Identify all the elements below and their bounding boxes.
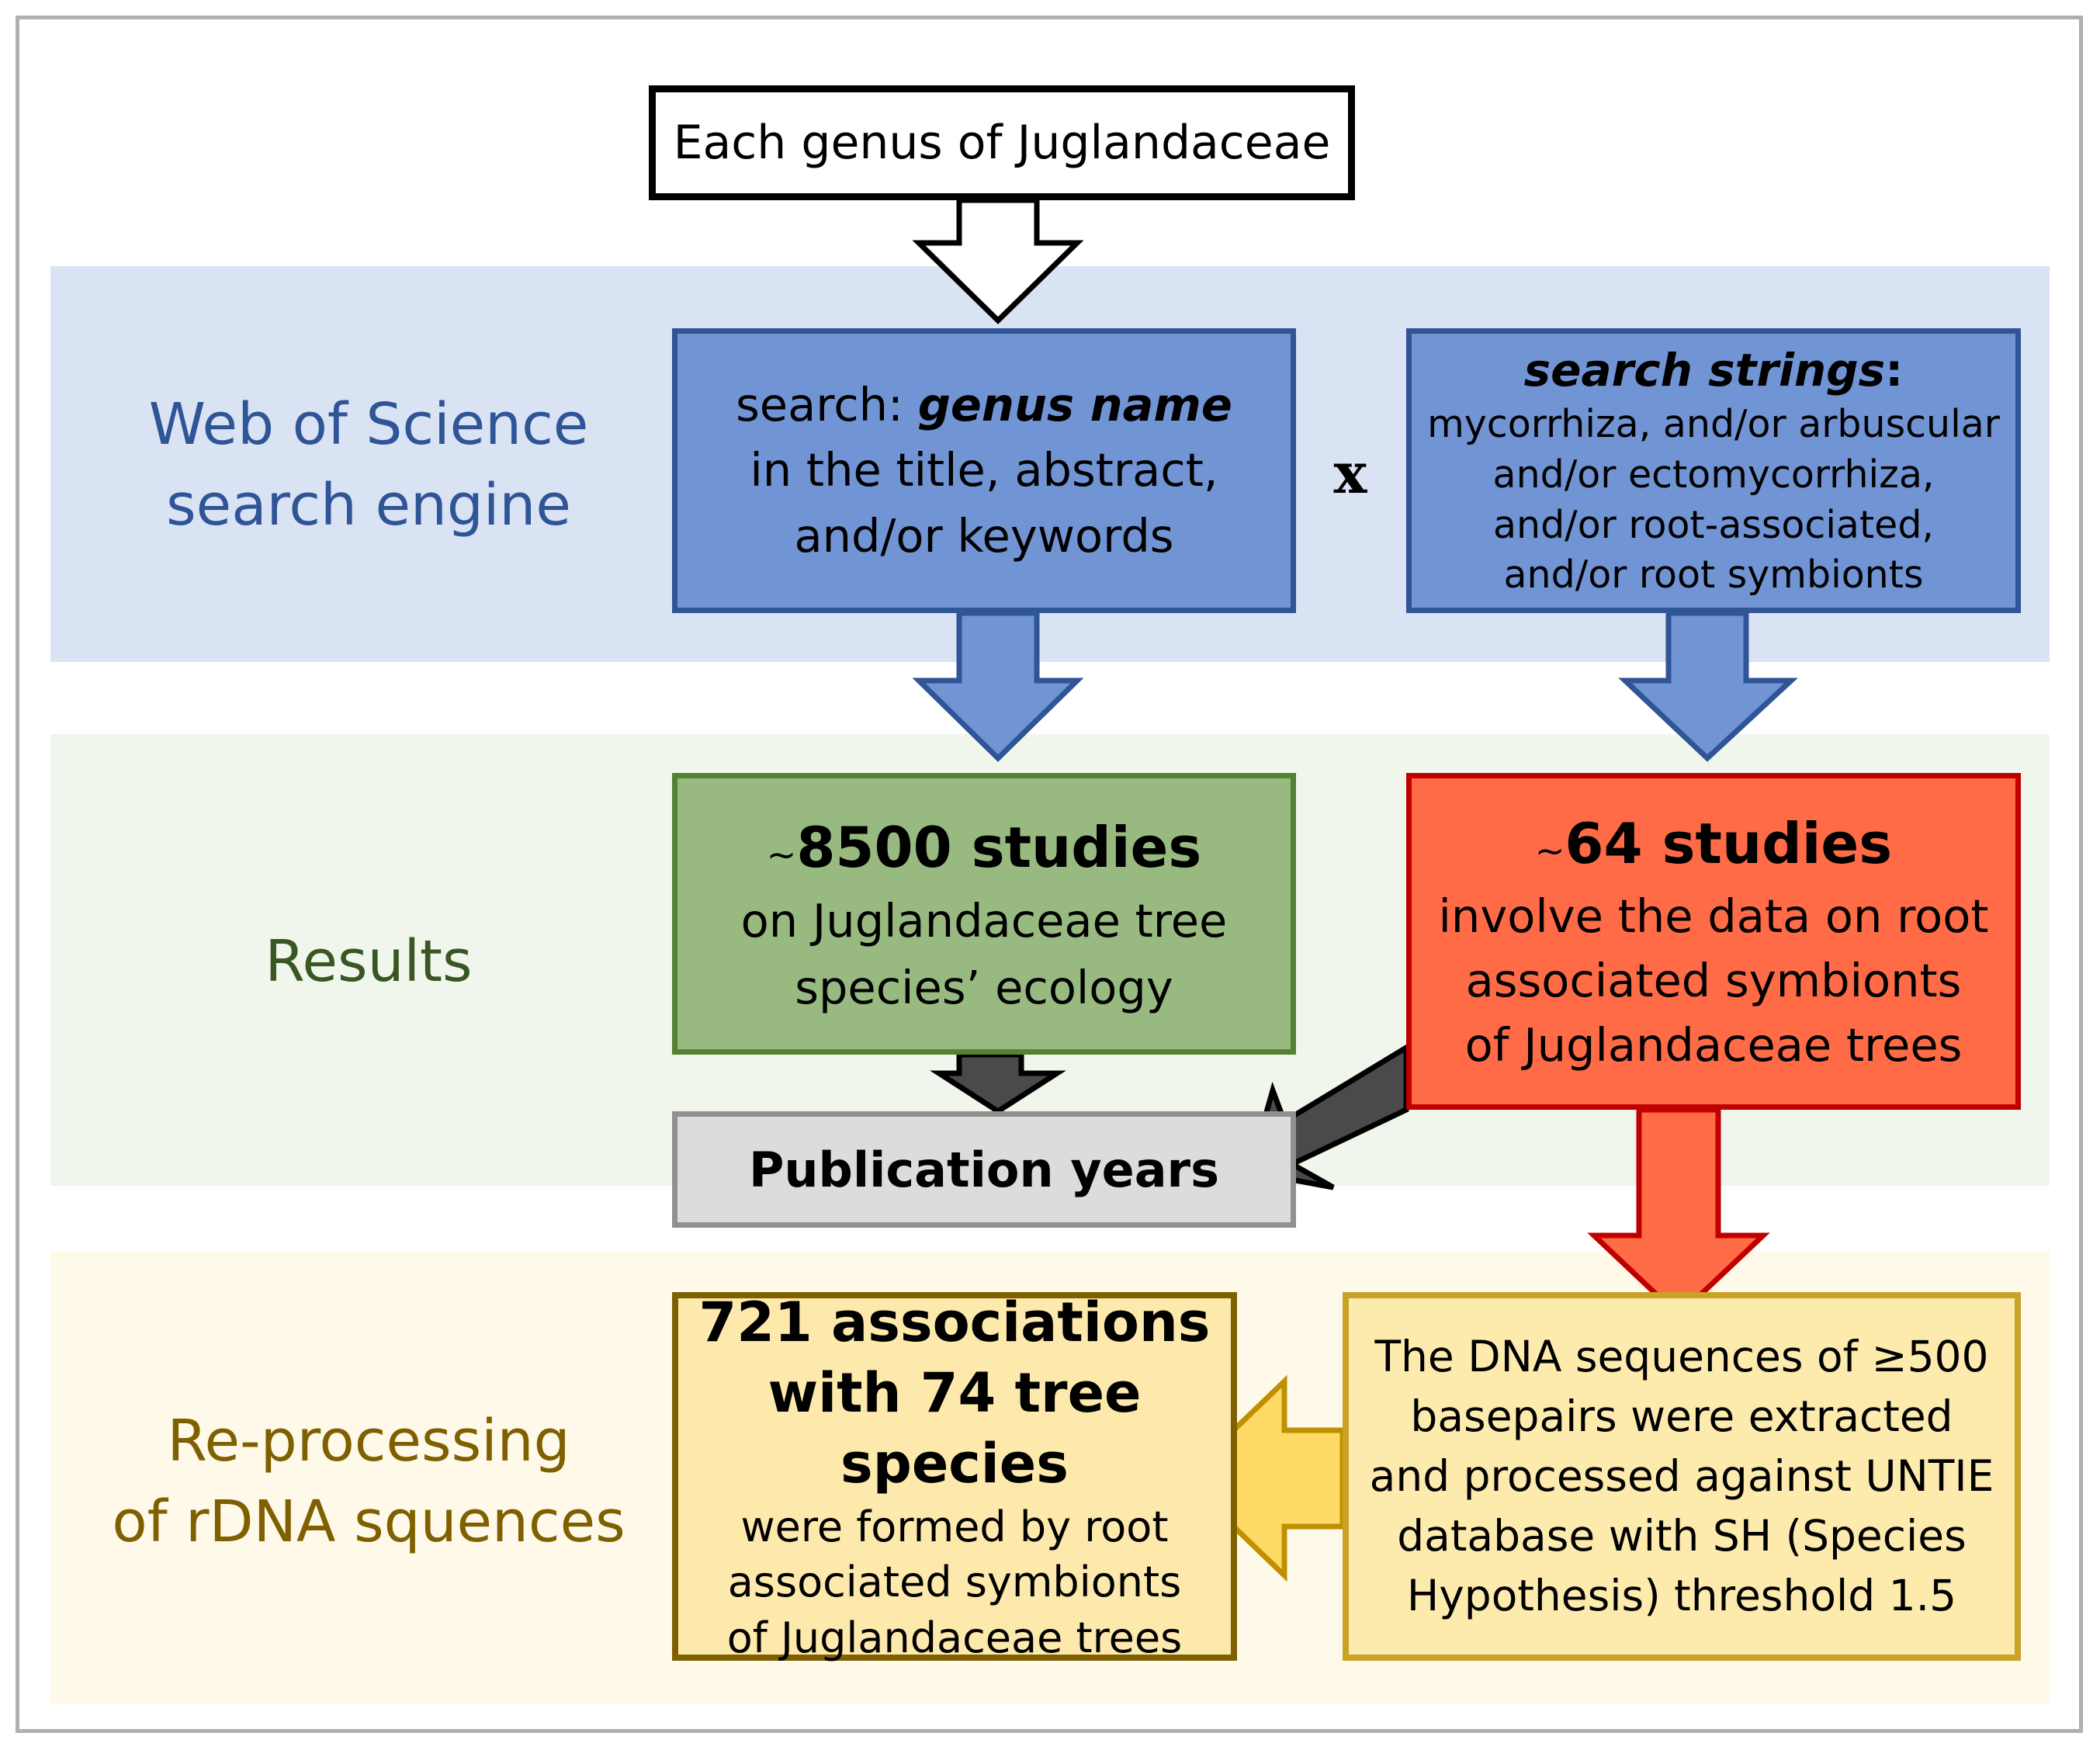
label-reprocessing: Re-processing of rDNA squences xyxy=(50,1381,687,1583)
dna-line: basepairs were extracted xyxy=(1410,1391,1953,1441)
associations-bold-line: 721 associations xyxy=(698,1291,1211,1355)
studies-8500-box: ~8500 studies on Juglandaceae tree speci… xyxy=(672,773,1296,1055)
dna-line: and processed against UNTIE xyxy=(1369,1451,1994,1501)
tilde-64: ~ xyxy=(1534,830,1565,872)
search-genus-box: search: genus name in the title, abstrac… xyxy=(672,328,1296,613)
studies-64-line: involve the data on root xyxy=(1438,889,1989,943)
publication-years-text: Publication years xyxy=(748,1141,1220,1198)
dna-line: The DNA sequences of ≥500 xyxy=(1374,1332,1989,1381)
label-results-text: Results xyxy=(265,928,473,996)
search-strings-heading: search strings: xyxy=(1524,341,1904,400)
dna-line: Hypothesis) threshold 1.5 xyxy=(1406,1571,1957,1620)
search-genus-line3: and/or keywords xyxy=(794,508,1174,563)
search-strings-title: search strings xyxy=(1523,343,1886,397)
times-sign: x xyxy=(1333,440,1367,506)
search-string-line: and/or root-associated, xyxy=(1493,502,1934,547)
studies-64-box: ~64 studies involve the data on root ass… xyxy=(1406,773,2021,1110)
studies-64-line: of Juglandaceae trees xyxy=(1464,1018,1963,1073)
label-results: Results xyxy=(50,908,687,1017)
studies-64-count: ~64 studies xyxy=(1535,805,1892,884)
associations-line: associated symbionts xyxy=(727,1558,1182,1607)
label-web-of-science: Web of Science search engine xyxy=(50,365,687,567)
tilde-8500: ~ xyxy=(766,833,797,875)
arrow-down-blue-left xyxy=(912,610,1084,762)
studies-8500-count: ~8500 studies xyxy=(767,807,1201,888)
publication-years-box: Publication years xyxy=(672,1111,1296,1228)
search-strings-box: search strings: mycorrhiza, and/or arbus… xyxy=(1406,328,2021,613)
search-emphasis: genus name xyxy=(917,377,1232,431)
label-reprocess-line1: Re-processing xyxy=(167,1408,570,1475)
search-strings-colon: : xyxy=(1885,343,1904,397)
search-string-line: and/or ectomycorrhiza, xyxy=(1492,452,1935,497)
search-string-line: and/or root symbionts xyxy=(1503,553,1924,598)
search-prefix: search: xyxy=(736,377,918,431)
count-8500: 8500 studies xyxy=(796,814,1202,880)
search-string-line: mycorrhiza, and/or arbuscular xyxy=(1427,402,2000,447)
associations-box: 721 associations with 74 tree species we… xyxy=(672,1291,1237,1662)
label-reprocess-line2: of rDNA squences xyxy=(112,1488,625,1555)
dna-line: database with SH (Species xyxy=(1397,1511,1967,1561)
label-web-line1: Web of Science xyxy=(148,391,589,459)
search-genus-line2: in the title, abstract, xyxy=(750,443,1218,497)
arrow-down-white xyxy=(912,197,1084,324)
label-web-line2: search engine xyxy=(166,472,571,539)
studies-8500-line3: species’ ecology xyxy=(795,960,1173,1014)
arrow-down-red xyxy=(1587,1107,1770,1319)
associations-line: were formed by root xyxy=(740,1502,1169,1552)
associations-bold-line: with 74 tree species xyxy=(768,1361,1142,1496)
studies-8500-line2: on Juglandaceae tree xyxy=(740,894,1228,948)
dna-processing-box: The DNA sequences of ≥500 basepairs were… xyxy=(1343,1292,2021,1661)
search-genus-line1: search: genus name xyxy=(736,373,1232,438)
arrow-down-dark xyxy=(930,1052,1066,1115)
studies-64-line: associated symbionts xyxy=(1465,954,1962,1008)
count-64: 64 studies xyxy=(1565,811,1893,877)
genus-box-text: Each genus of Juglandaceae xyxy=(673,116,1331,170)
arrow-down-blue-right xyxy=(1618,610,1798,762)
associations-line: of Juglandaceae trees xyxy=(726,1613,1183,1662)
genus-box: Each genus of Juglandaceae xyxy=(649,85,1355,200)
